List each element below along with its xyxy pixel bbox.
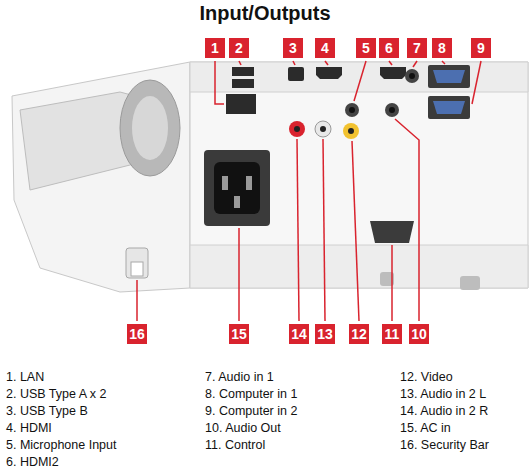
illustration-part — [204, 150, 270, 226]
hdmi-port — [380, 67, 406, 79]
hdmi-port — [316, 67, 342, 79]
callout-number: 3 — [283, 38, 303, 58]
port-list-item: 5. Microphone Input — [6, 438, 117, 453]
illustration-part — [132, 96, 168, 160]
usb-a-port — [232, 79, 254, 88]
illustration-part — [354, 61, 366, 101]
illustration-part — [238, 228, 240, 321]
leader-lines — [137, 61, 481, 321]
illustration-part — [389, 61, 392, 65]
illustration-part — [234, 196, 240, 208]
rca-jack — [289, 121, 305, 137]
illustration-part — [120, 80, 180, 176]
port-list-item: 3. USB Type B — [6, 404, 88, 419]
callout-number: 7 — [407, 38, 427, 58]
illustration-part — [126, 248, 148, 278]
illustration-part — [190, 62, 528, 288]
port-list-item: 13. Audio in 2 L — [400, 387, 486, 402]
security-bar — [126, 248, 148, 278]
vga-port — [428, 96, 470, 119]
port-list-item: 2. USB Type A x 2 — [6, 387, 107, 402]
illustration-part — [349, 107, 355, 113]
illustration-part — [352, 141, 359, 321]
port-list-item: 4. HDMI — [6, 421, 52, 436]
mic-jack — [345, 103, 359, 117]
illustration-part — [239, 61, 241, 65]
port-list-item: 6. HDMI2 — [6, 455, 59, 470]
rca-jack — [343, 123, 359, 139]
vga-port — [428, 65, 470, 88]
port-list-item: 11. Control — [205, 438, 265, 453]
illustration-part — [246, 176, 252, 190]
illustration-part — [136, 280, 138, 321]
callout-number: 1 — [205, 38, 225, 58]
callout-number: 10 — [409, 324, 429, 344]
port-list-item: 1. LAN — [6, 370, 44, 385]
illustration-part — [391, 245, 393, 321]
callout-number: 13 — [315, 324, 335, 344]
illustration-part — [442, 61, 445, 64]
callout-number: 8 — [432, 38, 452, 58]
port-list-item: 8. Computer in 1 — [205, 387, 297, 402]
callout-number: 15 — [229, 324, 249, 344]
callout-number: 6 — [379, 38, 399, 58]
illustration-part — [389, 107, 395, 113]
usb-b-port — [288, 67, 304, 81]
callout-number: 5 — [356, 38, 376, 58]
port-list-item: 14. Audio in 2 R — [400, 404, 488, 419]
illustration-part — [348, 128, 354, 134]
illustration-part — [433, 70, 465, 83]
illustration-part — [395, 119, 419, 321]
illustration-part — [433, 101, 465, 114]
illustration-part — [131, 262, 143, 276]
illustration-part — [297, 139, 299, 321]
illustration-part — [409, 73, 415, 79]
illustration-part — [323, 139, 325, 321]
callout-number: 11 — [382, 324, 402, 344]
usb-a-port — [232, 67, 254, 76]
port-list-item: 12. Video — [400, 370, 453, 385]
callout-number: 2 — [229, 38, 249, 58]
diagram-title: Input/Outputs — [0, 2, 530, 25]
illustration-part — [325, 61, 328, 65]
db9-port — [370, 221, 414, 243]
illustration-part — [214, 162, 260, 214]
ac-inlet — [204, 150, 270, 226]
port-list-item: 16. Security Bar — [400, 438, 489, 453]
audio-jack — [385, 103, 399, 117]
port-group — [226, 65, 470, 243]
lan-port — [226, 94, 256, 114]
callout-number: 12 — [349, 324, 369, 344]
illustration-part — [294, 126, 300, 132]
callout-number: 9 — [471, 38, 491, 58]
illustration-part — [293, 61, 295, 65]
audio-jack — [405, 69, 419, 83]
illustration-part — [222, 176, 228, 190]
illustration-part — [320, 126, 326, 132]
port-list-item: 15. AC in — [400, 421, 451, 436]
illustration-part — [472, 61, 481, 104]
callout-number: 16 — [127, 324, 147, 344]
rca-jack — [315, 121, 331, 137]
illustration-part — [413, 61, 417, 67]
illustration-part — [12, 62, 190, 292]
callout-number: 4 — [315, 38, 335, 58]
callout-number: 14 — [289, 324, 309, 344]
illustration-part — [460, 276, 480, 290]
illustration-part — [215, 61, 224, 104]
port-list-item: 9. Computer in 2 — [205, 404, 297, 419]
port-list-item: 7. Audio in 1 — [205, 370, 274, 385]
port-list-item: 10. Audio Out — [205, 421, 281, 436]
projector-body — [12, 62, 528, 292]
